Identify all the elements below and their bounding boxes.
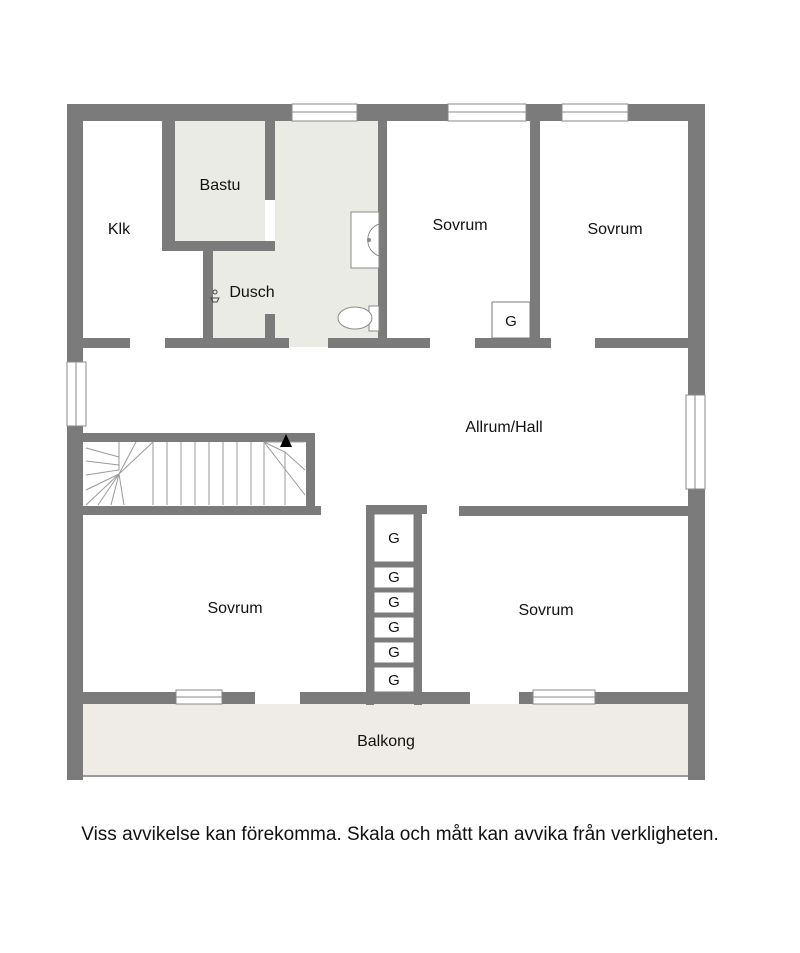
closet-label-6: G	[388, 672, 400, 689]
staircase	[85, 434, 306, 506]
closet-label-1: G	[388, 530, 400, 547]
closet-1	[373, 513, 415, 563]
closet-label-5: G	[388, 644, 400, 661]
interior-walls	[83, 120, 688, 705]
closet-label-3: G	[388, 594, 400, 611]
sink-icon	[350, 211, 380, 269]
room-label-klk: Klk	[108, 221, 131, 238]
stair-up-arrow-icon	[280, 434, 292, 447]
outer-walls	[67, 104, 705, 780]
room-label-sovrum-4: Sovrum	[518, 602, 573, 619]
bastu-floor	[175, 120, 265, 242]
toilet-icon	[337, 305, 380, 332]
room-label-balkong: Balkong	[357, 733, 415, 750]
closet-bedroom	[491, 301, 531, 339]
disclaimer-text: Viss avvikelse kan förekomma. Skala och …	[81, 824, 719, 845]
closet-6	[373, 666, 415, 693]
room-label-sovrum-2: Sovrum	[587, 221, 642, 238]
closet-label-2: G	[388, 569, 400, 586]
balcony-floor	[82, 704, 688, 776]
closets	[373, 301, 531, 693]
dusch-floor	[210, 250, 275, 340]
shower-head-icon	[210, 289, 220, 303]
room-label-dusch: Dusch	[229, 284, 274, 301]
room-label-bastu: Bastu	[200, 177, 241, 194]
room-label-sovrum-3: Sovrum	[207, 600, 262, 617]
closet-dividers	[374, 562, 414, 667]
room-label-allrum: Allrum/Hall	[465, 419, 542, 436]
closet-label-4: G	[388, 619, 400, 636]
windows	[66, 103, 706, 705]
room-label-sovrum-1: Sovrum	[432, 217, 487, 234]
closet-label-bedroom: G	[505, 313, 517, 330]
